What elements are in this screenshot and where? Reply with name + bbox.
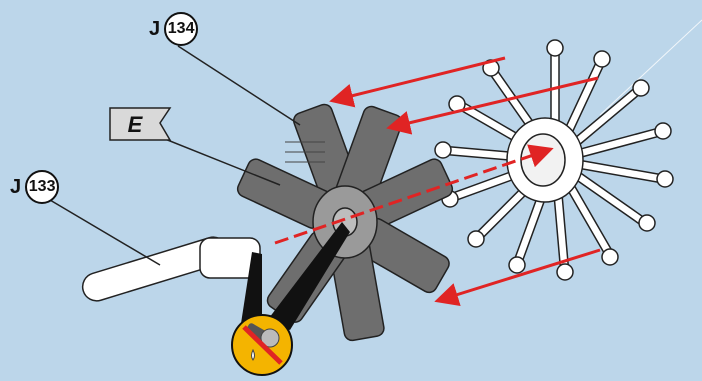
arrow-2 — [392, 78, 598, 127]
part-callout-133: J 133 — [10, 170, 59, 204]
part-133-letter: J — [10, 176, 21, 199]
part-134-letter: J — [149, 18, 160, 41]
flag-e-label: E — [121, 112, 149, 138]
radial-engine-part — [235, 102, 455, 341]
part-callout-134: J 134 — [149, 12, 198, 46]
exhaust-ring-part — [435, 40, 673, 280]
leader-lines — [50, 46, 300, 265]
guide-line — [600, 20, 702, 115]
part-133-number: 133 — [25, 170, 59, 204]
arrow-1 — [335, 58, 505, 100]
no-glue-warning-icon — [232, 315, 292, 375]
shaft-part — [79, 234, 260, 305]
part-134-number: 134 — [164, 12, 198, 46]
